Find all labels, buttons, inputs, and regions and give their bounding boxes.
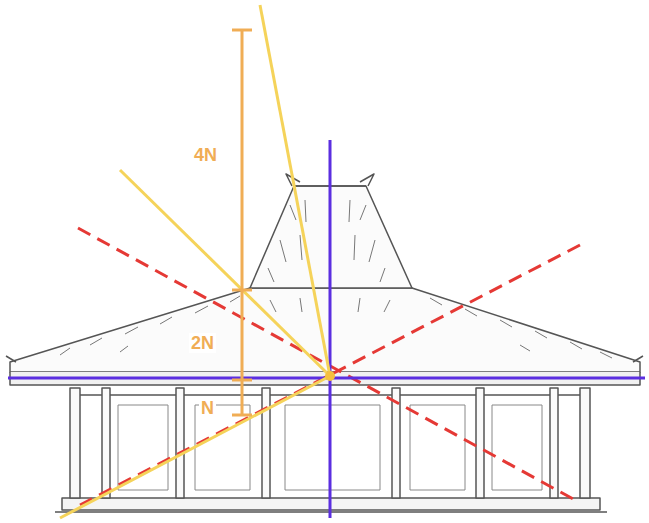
dimension-label: N — [199, 398, 216, 418]
dimension-label: 4N — [192, 145, 219, 165]
dimension-label: 2N — [189, 333, 216, 353]
